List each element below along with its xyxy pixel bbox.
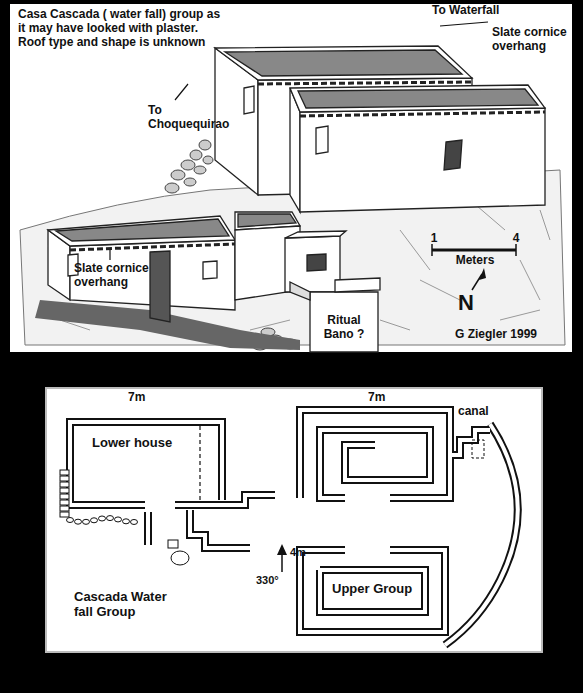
stone (91, 518, 98, 523)
stair-step (60, 488, 69, 493)
group-label: Cascada Water fall Group (74, 590, 184, 620)
plan-arrow (277, 544, 287, 572)
north-label: N (458, 290, 480, 315)
credit: G Ziegler 1999 (455, 328, 565, 342)
dimension: 7m (128, 391, 158, 405)
scale-number: 4 (510, 232, 522, 246)
direction-label: To Choquequirao (148, 104, 243, 132)
ritual-bano (290, 278, 380, 352)
stair-step (60, 482, 69, 487)
feature-label: canal (458, 405, 508, 419)
stone (67, 518, 74, 523)
dimension: 4m (290, 546, 320, 559)
room-label: Lower house (92, 436, 192, 451)
stone (131, 519, 138, 524)
bearing-label: 330° (256, 574, 296, 587)
stone (75, 519, 82, 524)
dimension: 7m (368, 391, 398, 405)
stair-step (60, 470, 69, 475)
stairs (60, 470, 69, 517)
stair-step (60, 500, 69, 505)
scale-number: 1 (428, 232, 440, 246)
leader-line (110, 22, 488, 260)
north-arrow (472, 268, 486, 290)
callout-label: Slate cornice overhang (74, 262, 158, 290)
lower-building (48, 212, 346, 322)
callout-label: Ritual Bano ? (316, 314, 372, 342)
scale-unit: Meters (450, 254, 500, 268)
stone (107, 516, 114, 521)
stair-step (60, 506, 69, 511)
stone (123, 519, 130, 524)
plan-panel (46, 388, 542, 652)
stair-step (60, 494, 69, 499)
room-label: Upper Group (332, 582, 422, 597)
stair-step (60, 476, 69, 481)
upper-building (215, 46, 545, 212)
direction-label: To Waterfall (432, 4, 542, 18)
title-note: Casa Cascada ( water fall) group as it m… (18, 8, 223, 49)
stone (115, 517, 122, 522)
stone-path (67, 516, 138, 525)
upper-panel (10, 4, 572, 352)
rock (168, 540, 189, 565)
stone (83, 519, 90, 524)
stair-step (60, 512, 69, 517)
callout-label: Slate cornice overhang (492, 26, 572, 54)
plan-walls (70, 410, 518, 645)
stone (99, 516, 106, 521)
